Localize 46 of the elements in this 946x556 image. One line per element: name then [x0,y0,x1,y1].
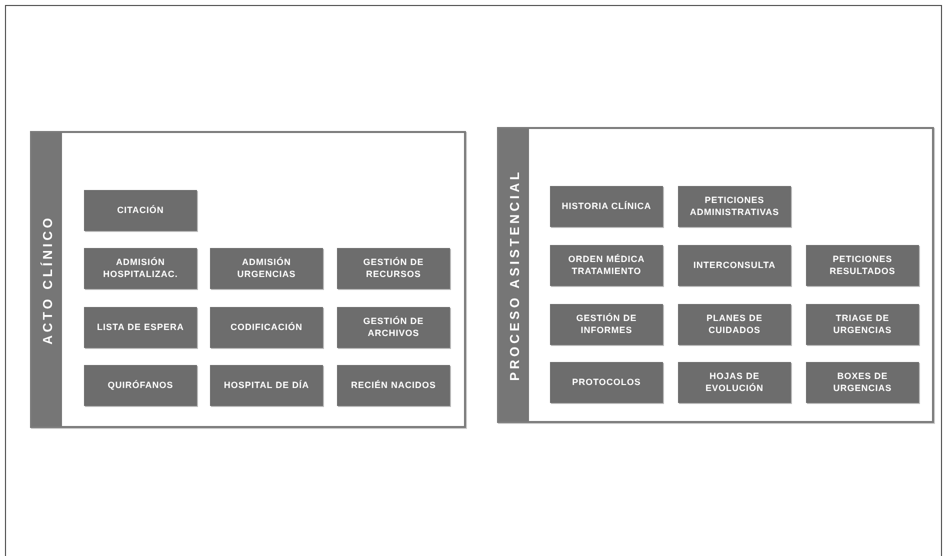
module-box [550,186,663,227]
module-label: INTERCONSULTA [692,260,777,272]
module-label: PETICIONES ADMINISTRATIVAS [688,194,780,218]
group-panel [497,127,934,423]
module-label: ADMISIÓN URGENCIAS [236,256,297,280]
module-box [337,248,450,289]
module-label: GESTIÓN DE RECURSOS [362,256,425,280]
module-label: QUIRÓFANOS [106,380,174,392]
module-label: RECIÉN NACIDOS [350,380,437,392]
module-label: PETICIONES RESULTADOS [828,254,896,278]
module-label: LISTA DE ESPERA [96,322,185,334]
module-label: HISTORIA CLÍNICA [560,200,652,212]
module-label: HOSPITAL DE DÍA [222,380,310,392]
group-panel [30,131,466,428]
module-box [678,245,791,286]
module-box [806,245,919,286]
module-box [84,190,197,231]
module-label: CODIFICACIÓN [230,322,304,334]
panel-heading: PROCESO ASISTENCIAL [506,169,522,381]
module-box [550,304,663,345]
module-box [84,307,197,348]
module-label: HOJAS DE EVOLUCIÓN [704,370,764,394]
module-box [210,248,323,289]
module-box [210,307,323,348]
module-box [806,304,919,345]
module-label: GESTIÓN DE ARCHIVOS [362,316,425,340]
module-box [678,362,791,403]
module-label: TRIAGE DE URGENCIAS [832,312,893,336]
module-box [84,248,197,289]
module-box [84,365,197,406]
module-box [806,362,919,403]
module-box [337,307,450,348]
module-label: CITACIÓN [116,204,165,216]
module-label: ORDEN MÉDICA TRATAMIENTO [567,254,646,278]
module-label: PROTOCOLOS [571,376,642,388]
module-box [550,362,663,403]
panel-heading: ACTO CLÍNICO [40,214,54,344]
module-label: PLANES DE CUIDADOS [705,312,764,336]
module-label: BOXES DE URGENCIAS [832,370,893,394]
module-label: GESTIÓN DE INFORMES [575,312,638,336]
module-box [678,186,791,227]
module-box [550,245,663,286]
module-box [678,304,791,345]
module-label: ADMISIÓN HOSPITALIZAC. [102,256,179,280]
module-box [210,365,323,406]
module-box [337,365,450,406]
